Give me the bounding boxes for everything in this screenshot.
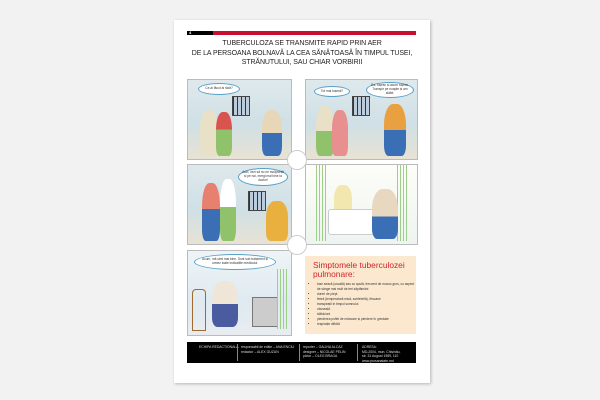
title-line: STRĂNUTULUI, SAU CHIAR VORBIRII <box>241 57 363 66</box>
footer-credits-1: responsabil de ediție – ANA ENCIU redact… <box>241 345 294 354</box>
patient-figure <box>212 281 238 327</box>
credit-line: designer – NICOLAE PELIN <box>303 349 346 354</box>
address-line: ADRESA: <box>362 345 377 349</box>
footer-credits-2: reporter – GALINA ALCAZ designer – NICOL… <box>303 345 345 359</box>
symptom-item: febră (temperatură mică, subfebrilă), fr… <box>317 297 417 302</box>
patient-figure <box>372 189 398 239</box>
footer-divider <box>299 344 300 361</box>
bed-frame <box>192 289 206 331</box>
document-page: 4 TUBERCULOZA SE TRANSMITE RAPID PRIN AE… <box>174 20 430 383</box>
patient-figure <box>220 179 236 241</box>
comic-panel-1: Ce-ai făcut ai răcit? <box>187 79 292 160</box>
speech-bubble: Acum, mă simt mai bine. Sunt sub tratame… <box>194 254 276 270</box>
barred-window <box>352 96 370 116</box>
curtain <box>277 269 289 329</box>
editorial-team-label: ECHIPA REDACȚIONALĂ <box>199 345 239 349</box>
curtain-left <box>316 165 326 241</box>
curtain-right <box>397 165 409 241</box>
speech-bubble: Auzi, vezi să nu ne molipsești și pe noi… <box>238 168 288 186</box>
comic-panel-2: Tot mai tușești? Da, tușesc și acum tușe… <box>305 79 418 160</box>
patient-figure <box>384 104 406 156</box>
symptom-item: transpirații în timpul somnului <box>317 302 417 307</box>
credit-line: reporter – GALINA ALCAZ <box>303 345 343 349</box>
header-bar: 4 <box>187 30 416 35</box>
barred-window <box>232 96 250 116</box>
symptoms-list: tuse seacă (uscată) sau cu spută, frecve… <box>311 282 417 327</box>
address-line: MD-2004, mun. Chișinău, <box>362 349 401 354</box>
panel-connector-circle <box>287 150 307 170</box>
title-line: TUBERCULOZA SE TRANSMITE RAPID PRIN AER <box>222 38 382 47</box>
title-line: DE LA PERSOANA BOLNAVĂ LA CEA SĂNĂTOASĂ … <box>191 47 413 57</box>
editorial-footer: ECHIPA REDACȚIONALĂ responsabil de ediți… <box>187 342 416 363</box>
symptoms-box: Simptomele tuberculozei pulmonare: tuse … <box>305 256 416 334</box>
patient-figure <box>316 106 334 156</box>
address-line: str. 31 August 1989, 110 <box>362 354 399 359</box>
symptom-item: slăbiciuni <box>317 312 417 317</box>
patient-figure <box>200 110 218 156</box>
bedside-table <box>252 297 278 327</box>
credit-line: pictor – OLEG BRAGA <box>303 354 338 359</box>
comic-panel-4 <box>305 164 418 245</box>
footer-address: ADRESA: MD-2004, mun. Chișinău, str. 31 … <box>362 345 400 363</box>
symptom-item: pierderea poftei de mâncare și pierdere … <box>317 317 417 322</box>
header-bar-black <box>187 31 213 35</box>
patient-figure <box>262 110 282 156</box>
website-link[interactable]: www.prosanatate.md <box>362 358 394 363</box>
credit-line: redactor – ALEX GUZUN <box>241 349 279 354</box>
barred-window <box>248 191 266 211</box>
patient-figure <box>266 201 288 241</box>
footer-divider <box>237 344 238 361</box>
speech-bubble: Ce-ai făcut ai răcit? <box>198 83 240 95</box>
credit-line: responsabil de ediție – ANA ENCIU <box>241 345 294 349</box>
patient-figure <box>332 110 348 156</box>
speech-bubble: Da, tușesc și acum tușesc. Transpir pe n… <box>366 82 414 98</box>
symptoms-title: Simptomele tuberculozei pulmonare: <box>313 260 405 279</box>
comic-panel-5: Acum, mă simt mai bine. Sunt sub tratame… <box>187 250 292 336</box>
speech-bubble: Tot mai tușești? <box>314 86 350 97</box>
footer-divider <box>357 344 358 361</box>
symptom-item: oboseală <box>317 307 417 312</box>
panel-connector-circle <box>287 235 307 255</box>
page-number: 4 <box>189 30 192 35</box>
desk <box>328 209 376 235</box>
patient-figure <box>216 112 232 156</box>
patient-figure <box>202 183 220 241</box>
symptom-item: dureri de piept <box>317 292 417 297</box>
symptom-item: tuse seacă (uscată) sau cu spută, frecve… <box>317 282 417 292</box>
page-title: TUBERCULOZA SE TRANSMITE RAPID PRIN AER … <box>184 38 420 67</box>
symptom-item: respirație dificilă <box>317 322 417 327</box>
comic-panel-3: Auzi, vezi să nu ne molipsești și pe noi… <box>187 164 292 245</box>
